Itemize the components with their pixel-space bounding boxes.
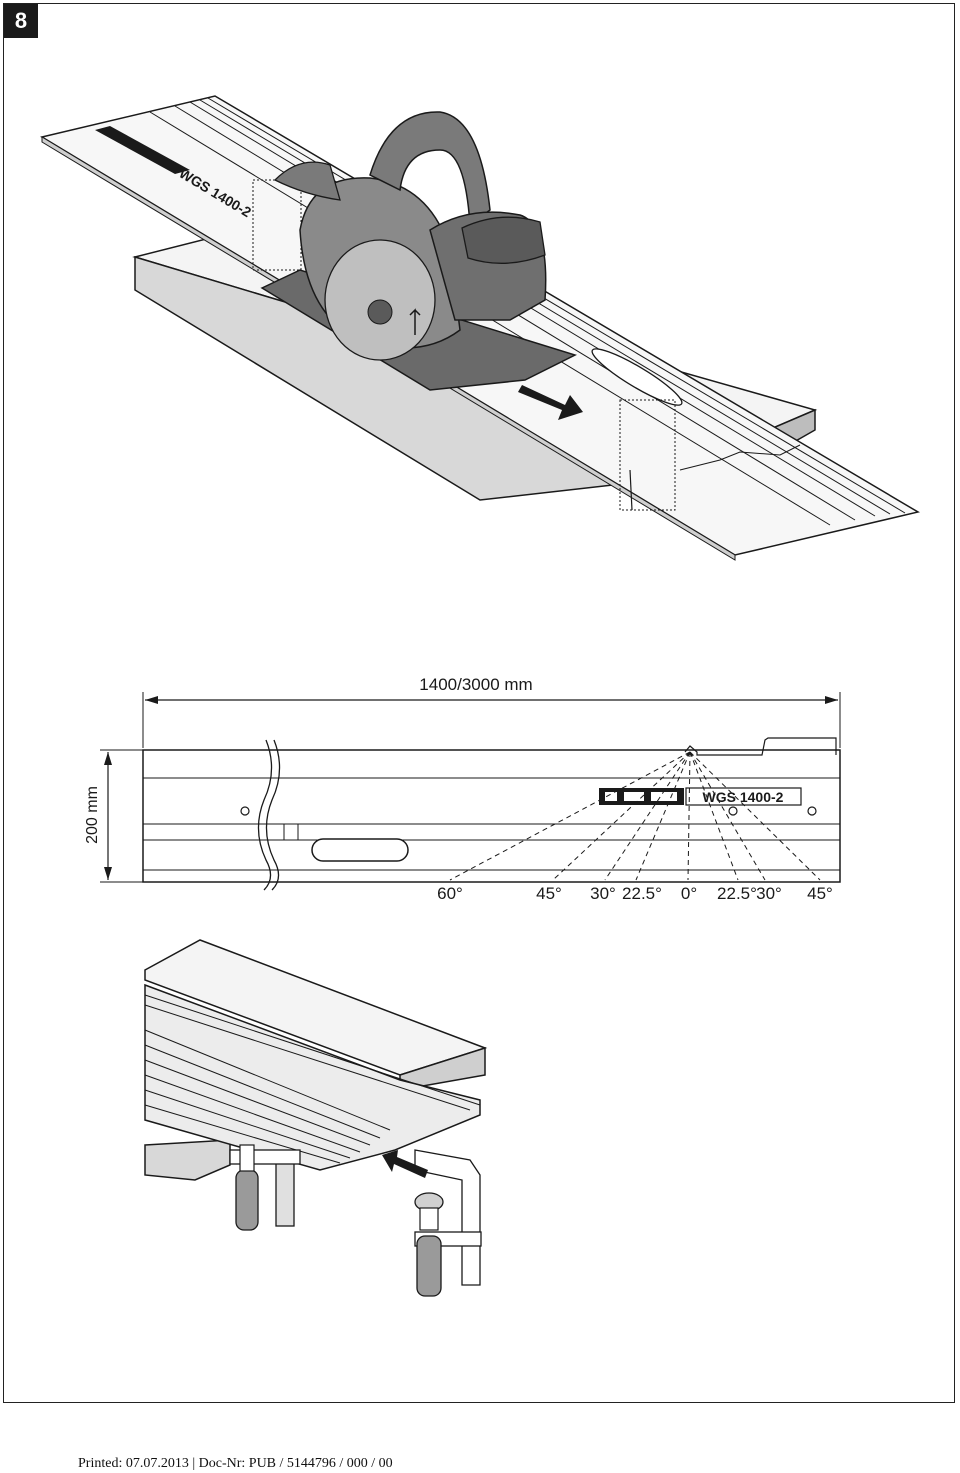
angle-rays <box>449 751 821 881</box>
cut-direction-arrow <box>518 385 583 420</box>
insertion-arrow <box>382 1150 428 1178</box>
width-dimension-label: 200 mm <box>84 786 101 844</box>
angle-label-30-right: 30° <box>756 884 782 903</box>
middle-rail-label: WGS 1400-2 <box>703 789 784 805</box>
angle-labels: 60° 45° 30° 22.5° 0° 22.5° 30° 45° <box>437 884 833 903</box>
length-dimension-label: 1400/3000 mm <box>419 675 532 694</box>
circular-saw <box>260 111 578 391</box>
right-clamp <box>414 1149 482 1297</box>
figure-saw-on-rail: WGS 1400-2 <box>40 95 920 561</box>
angle-label-30-left: 30° <box>590 884 616 903</box>
left-clamp <box>229 1144 301 1231</box>
angle-label-22-5-right: 22.5° <box>717 884 757 903</box>
angle-label-45-right: 45° <box>807 884 833 903</box>
angle-label-60: 60° <box>437 884 463 903</box>
angle-label-45-left: 45° <box>536 884 562 903</box>
page-number-badge: 8 <box>4 4 38 38</box>
angle-label-0: 0° <box>681 884 697 903</box>
clamped-rail <box>144 983 481 1171</box>
figure-rail-dimensions: 1400/3000 mm 200 mm WGS 1400-2 6 <box>84 675 841 903</box>
figure-rail-clamping <box>144 939 488 1297</box>
print-footer: Printed: 07.07.2013 | Doc-Nr: PUB / 5144… <box>78 1456 393 1471</box>
page-frame <box>3 3 955 1403</box>
angle-label-22-5-left: 22.5° <box>622 884 662 903</box>
